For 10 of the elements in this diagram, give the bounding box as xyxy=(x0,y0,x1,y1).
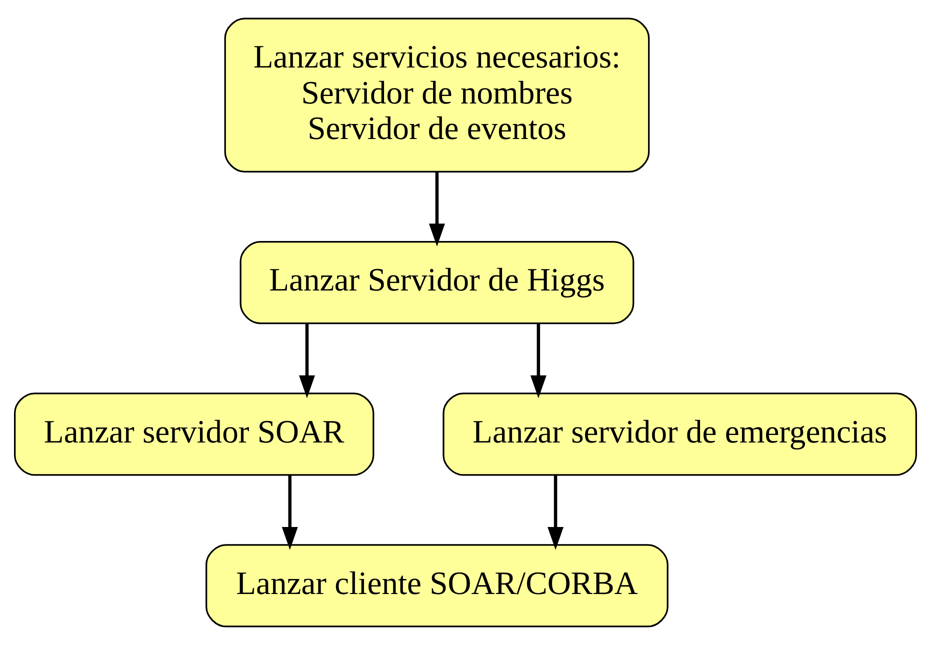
node-box: Lanzar cliente SOAR/CORBA xyxy=(206,544,668,628)
arrow xyxy=(428,172,445,246)
arrow xyxy=(548,476,564,550)
arrow xyxy=(298,324,315,398)
node-box: Lanzar Servidor de Higgs xyxy=(240,241,634,324)
node-box: Lanzar servicios necesarios: Servidor de nombres Servidor de eventos xyxy=(224,18,650,173)
node-box: Lanzar servidor SOAR xyxy=(14,392,374,476)
arrow xyxy=(530,324,546,398)
node-box: Lanzar servidor de emergencias xyxy=(442,392,917,476)
arrow xyxy=(282,476,298,550)
